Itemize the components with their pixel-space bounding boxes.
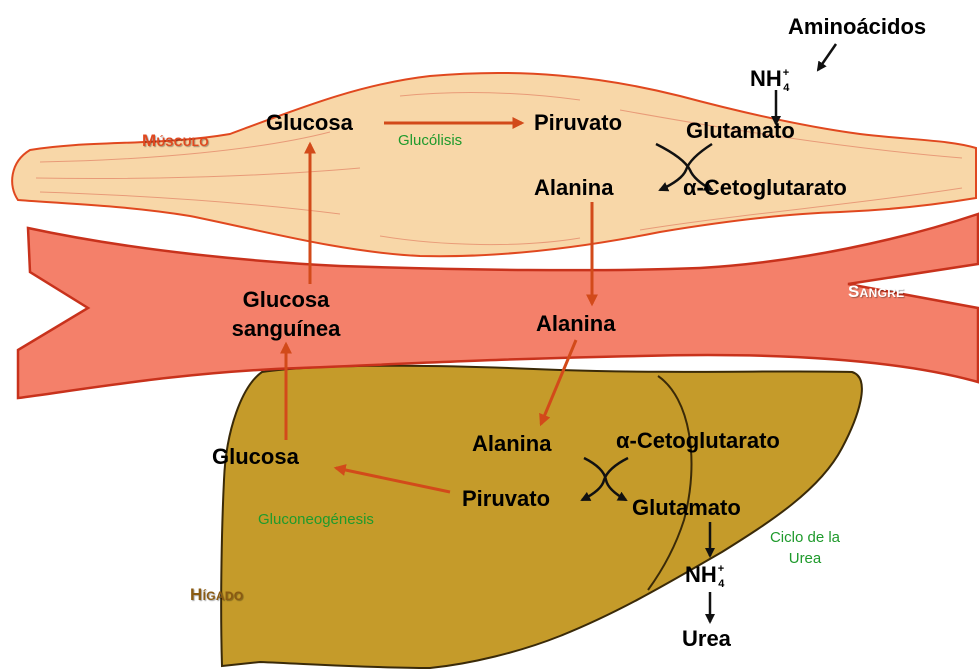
muscle-region-label: Músculo xyxy=(142,132,209,149)
liver-glutamate-label: Glutamato xyxy=(632,497,741,519)
liver-alpha-ketoglutarate-label: α-Cetoglutarato xyxy=(616,430,780,452)
liver-region-label: Hígado xyxy=(190,586,243,603)
muscle-shape xyxy=(12,73,976,256)
liver-glucose-label: Glucosa xyxy=(212,446,299,468)
ammonium-charge: + xyxy=(783,67,789,79)
liver-alanine-label: Alanina xyxy=(472,433,551,455)
ammonium-base: NH xyxy=(750,66,782,91)
urea-cycle-label-line2: Urea xyxy=(750,551,860,566)
amino-acids-label: Aminoácidos xyxy=(788,16,926,38)
glycolysis-label: Glucólisis xyxy=(398,133,462,148)
ammonium-index: 4 xyxy=(718,578,724,590)
blood-region-label: Sangre xyxy=(848,283,904,300)
muscle-ammonium-label: NH+4 xyxy=(750,68,789,94)
muscle-alpha-ketoglutarate-label: α-Cetoglutarato xyxy=(683,177,847,199)
blood-alanine-label: Alanina xyxy=(536,313,615,335)
muscle-alanine-label: Alanina xyxy=(534,177,613,199)
muscle-glutamate-label: Glutamato xyxy=(686,120,795,142)
muscle-pyruvate-label: Piruvato xyxy=(534,112,622,134)
blood-glucose-label-line1: Glucosa xyxy=(206,289,366,311)
ammonium-index: 4 xyxy=(783,82,789,94)
urea-label: Urea xyxy=(682,628,731,650)
urea-cycle-label-line1: Ciclo de la xyxy=(750,530,860,545)
liver-ammonium-label: NH+4 xyxy=(685,564,724,590)
blood-glucose-label-line2: sanguínea xyxy=(206,318,366,340)
gluconeogenesis-label: Gluconeogénesis xyxy=(258,512,374,527)
muscle-glucose-label: Glucosa xyxy=(266,112,353,134)
ammonium-base: NH xyxy=(685,562,717,587)
ammonium-charge: + xyxy=(718,563,724,575)
liver-pyruvate-label: Piruvato xyxy=(462,488,550,510)
arrow-aminoacids-to-ammonium xyxy=(818,44,836,70)
